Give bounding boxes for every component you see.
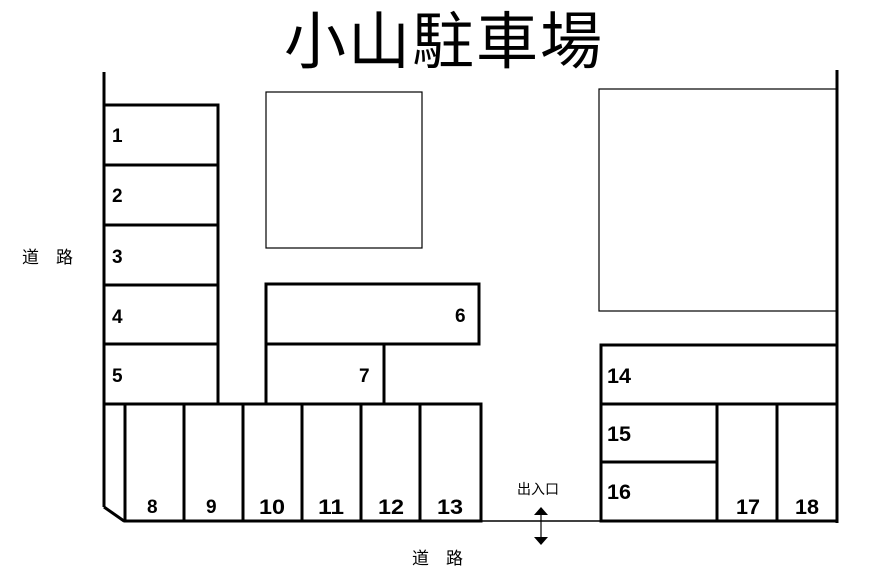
space-label-18: 18 (795, 496, 819, 519)
space-label-10: 10 (259, 496, 285, 519)
building-right (598, 88, 838, 312)
space-label-15: 15 (607, 423, 631, 446)
parking-space-18[interactable] (775, 402, 839, 523)
space-label-11: 11 (318, 496, 344, 519)
space-label-8: 8 (147, 497, 158, 518)
road-label-bottom: 道 路 (412, 549, 463, 569)
space-label-12: 12 (378, 496, 404, 519)
space-label-16: 16 (607, 481, 631, 504)
parking-space-13[interactable] (418, 402, 483, 523)
parking-space-14[interactable] (599, 343, 839, 406)
corner-bevel (103, 505, 125, 523)
space-label-6: 6 (455, 306, 466, 327)
double-arrow-vertical-icon (534, 507, 548, 545)
space-label-4: 4 (112, 307, 123, 328)
space-label-2: 2 (112, 186, 123, 207)
space-label-1: 1 (112, 126, 123, 147)
space-label-9: 9 (206, 497, 217, 518)
space-label-7: 7 (359, 366, 370, 387)
road-label-left: 道 路 (22, 248, 73, 268)
space-label-3: 3 (112, 247, 123, 268)
page-title: 小山駐車場 (283, 5, 604, 78)
space-label-13: 13 (437, 496, 463, 519)
space-label-5: 5 (112, 366, 123, 387)
parking-space-6[interactable] (264, 282, 481, 346)
entrance-label: 出入口 (517, 482, 559, 498)
building-center (265, 91, 423, 249)
space-label-17: 17 (736, 496, 760, 519)
space-label-14: 14 (607, 365, 631, 388)
